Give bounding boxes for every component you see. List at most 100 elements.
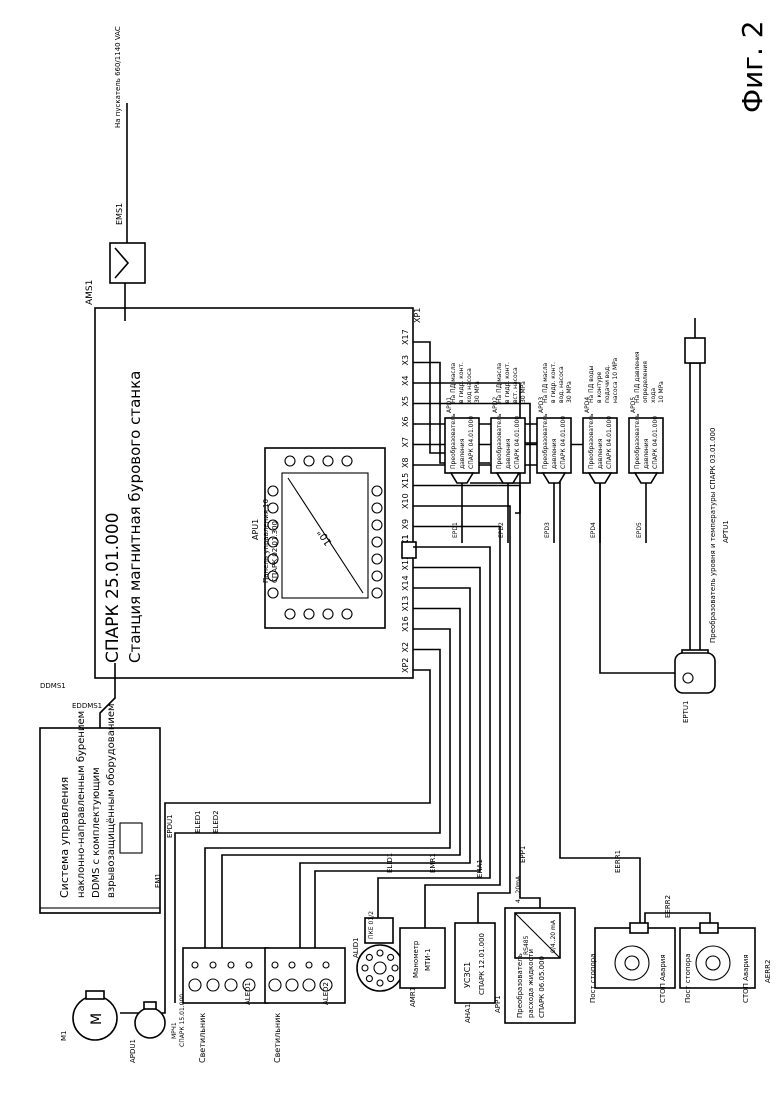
temp-probe-cap [685,338,705,363]
sensor-note1: На ПД давления [634,351,641,403]
sensor-note4: 10 MPa [658,381,665,403]
sensor-line3: СПАРК 04.01.000 [514,416,521,469]
sensor-connector [635,473,657,483]
sensor-note1: На ПД воды [588,365,595,403]
station-port-label: XP2 [401,658,410,673]
sensor-note4: насоса 10 MPa [612,357,619,403]
mpch-terminal [144,1002,156,1009]
power-cable: EMS1 [115,203,124,225]
light2-label: Светильник [273,1013,282,1063]
flowmeter-cable: EPP1 [519,846,527,863]
ddms-line4: взрывозащищённым оборудованием [106,703,117,898]
mpch-id: APDU1 [129,1039,137,1063]
station-port-label: X2 [401,642,410,653]
station-port-label: X10 [401,493,410,509]
sensor-line2: давления [597,438,604,469]
wire-alarm [413,506,510,923]
sensor-note3: ход насоса [466,368,473,403]
station-port-label: X4 [401,375,410,386]
alarm-cable: EHA1 [476,859,484,878]
station-port-xp1: XP1 [413,308,422,323]
sensor-line2: давления [551,438,558,469]
station-port-labels: XP2X2X16X13X14X12X11X9X10X15X8X7X6X5X4X3… [401,329,410,673]
light2-id: ALED2 [322,982,330,1005]
sensor-line1: Преобразователь [496,413,503,469]
sensor-line1: Преобразователь [542,413,549,469]
estop1-terminal [630,923,648,933]
estop2-line2: СТОП Авария [742,954,750,1003]
panel-line1: Панель управления 10 [262,499,270,583]
station-id: AMS1 [85,280,95,305]
pressure-sensor: APD1ПреобразовательдавленияСПАРК 04.01.0… [445,362,481,543]
station-port-label: X3 [401,355,410,366]
estop2-id: AERR2 [764,960,772,983]
alarm-aha1: УСЗС1 СПАРК 12.01.000 AHA1 EHA1 [455,859,495,1023]
motor-id: M1 [60,1031,68,1042]
sensor-connector [451,473,473,483]
temp-text: Преобразователь уровня и температуры СПА… [709,428,717,643]
sensor-cable: EPD1 [452,522,459,538]
mpch-line1: МРЧ1 [171,1022,178,1039]
temp-id: APTU1 [722,520,730,543]
light2-cable: ELED2 [212,810,220,833]
alarm-line2: СПАРК 12.01.000 [478,933,486,995]
sensor-line2: давления [459,438,466,469]
alarm-box [455,923,495,1003]
flowmeter-id: APP1 [494,995,502,1013]
sensor-line1: Преобразователь [450,413,457,469]
light1-body [183,948,268,1003]
beacon-id: ALID1 [352,937,360,958]
sensor-note4: 30 MPa [566,381,573,403]
beacon-cable: ELID1 [386,853,394,873]
alarm-line1: УСЗС1 [463,962,472,988]
sensor-note1: На ПД масла [496,362,503,403]
flowmeter-app1: Преобразователь расхода жидкости СПАРК 0… [494,846,575,1023]
flowmeter-line2: расхода жидкости [527,949,535,1018]
sensor-connector [497,473,519,483]
estop2-line1: Пост стопора [684,954,692,1004]
flowmeter-box3: 4...20mA [515,875,522,903]
flowmeter-box2: 0/4..20 mA [550,919,557,953]
sensor-note2: в гидр. конт. [550,362,557,403]
beacon-circle [357,945,403,991]
sensor-note2: в гидр. конт. [458,362,465,403]
sensor-note4: 30 MPa [520,381,527,403]
pressure-sensor: APD5ПреобразовательдавленияСПАРК 04.01.0… [629,351,665,543]
estop2-cable: EERR2 [664,895,672,918]
wire-motor [165,670,430,823]
motor-cable: EM1 [154,873,162,888]
manometer-id: AMR1 [409,987,417,1007]
wire-flowmeter [413,486,540,909]
control-panel-apu1: 10" APU1 Панель управления 10 СПАРК 02.0… [251,448,385,628]
pressure-sensor: APD3ПреобразовательдавленияСПАРК 04.01.0… [537,362,573,543]
manometer-box [400,928,445,988]
sensor-line2: давления [643,438,650,469]
sensor-note2: в гидр. конт. [504,362,511,403]
sensor-note2: определения [642,361,649,403]
estop-aerr2: Пост стопора СТОП Авария AERR2 EERR2 [664,895,772,1003]
manometer-line1: Манометр [412,940,420,978]
sensor-note3: вод. насоса [558,366,565,403]
pressure-sensors: APD1ПреобразовательдавленияСПАРК 04.01.0… [445,351,665,543]
ddms-id: DDMS1 [40,682,66,690]
figure-label: Фиг. 2 [736,20,769,113]
manometer-cable: EMR1 [429,853,437,873]
sensor-line1: Преобразователь [634,413,641,469]
sensor-cable: EPD3 [544,522,551,538]
sensor-note1: На ПД масла [450,362,457,403]
station-title-2: Станция магнитная бурового станка [126,371,144,663]
light1-id: ALED1 [244,982,252,1005]
sensor-line1: Преобразователь [588,413,595,469]
sensor-cable: EPD4 [590,522,597,538]
estop1-line2: СТОП Авария [659,954,667,1003]
wire-manometer [413,527,500,929]
station-port-label: X6 [401,416,410,427]
manometer-amr1: Манометр МТИ-1 AMR1 EMR1 [400,853,445,1007]
ddms-cable: EDDMS1 [72,702,102,710]
motor-terminal [86,991,104,999]
pressure-sensor: APD2ПреобразовательдавленияСПАРК 04.01.0… [491,362,527,543]
wire-estop2 [645,913,710,923]
temp-cable: EPTU1 [682,701,690,724]
